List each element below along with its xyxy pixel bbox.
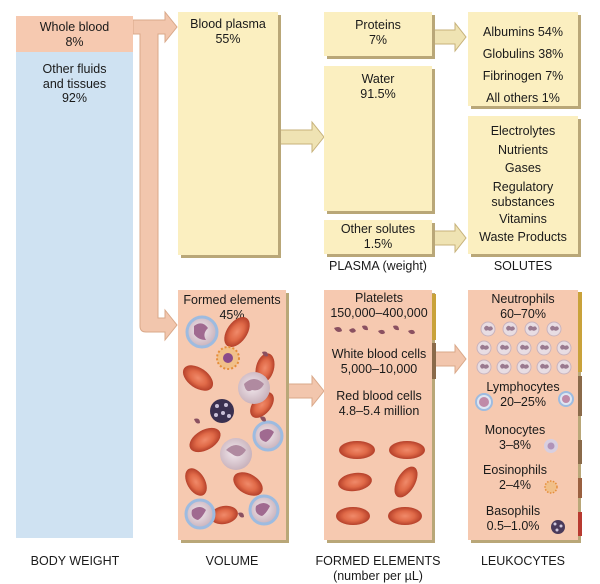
neutrophil-nucleus <box>550 325 559 331</box>
neutrophil-nucleus <box>520 363 529 369</box>
red-blood-cell <box>210 505 238 525</box>
solute-item: substances <box>491 194 555 209</box>
nucleus <box>223 353 233 363</box>
neutrophil-nucleus <box>500 344 509 350</box>
red-blood-cell <box>182 365 214 391</box>
red-blood-cell <box>338 472 372 492</box>
neutrophil-nucleus <box>540 363 549 369</box>
protein-item: All others 1% <box>486 91 560 105</box>
monocyte-cell <box>544 439 558 453</box>
other-solutes-box <box>324 220 432 254</box>
red-blood-cell <box>388 507 422 525</box>
proteins-box <box>324 12 432 56</box>
solute-item: Vitamins <box>499 211 547 226</box>
lymphocyte-cells <box>475 391 574 411</box>
neutrophil-nucleus <box>506 325 515 331</box>
volume-platelets <box>194 351 268 518</box>
eosinophil-bar <box>578 478 582 498</box>
red-blood-cell <box>339 441 375 459</box>
neutrophil-nucleus <box>540 344 549 350</box>
nucleus <box>244 379 264 392</box>
red-blood-cell <box>189 427 221 453</box>
volume-rbcs <box>182 316 275 525</box>
nucleus <box>194 323 208 340</box>
other-fluids-box <box>16 16 133 538</box>
nucleus <box>226 445 246 457</box>
red-blood-cell <box>233 472 263 496</box>
red-blood-cell <box>185 468 207 496</box>
solutes-caption: SOLUTES <box>493 259 553 273</box>
nucleus <box>259 429 274 442</box>
lymphocyte-bar <box>578 376 582 416</box>
neutrophil-nucleus <box>484 325 493 331</box>
neutrophil-nucleus <box>560 344 569 350</box>
neutrophil-cells <box>476 321 572 375</box>
basophil-cell <box>551 520 565 534</box>
solute-item: Nutrients <box>497 142 549 157</box>
whole-blood-box <box>16 16 133 52</box>
nucleus <box>191 507 206 520</box>
plasma-weight-caption: PLASMA (weight) <box>329 259 427 273</box>
monocyte-bar <box>578 440 582 464</box>
red-blood-cell <box>224 316 250 348</box>
solute-item: Regulatory <box>492 179 554 194</box>
neutrophil-bar <box>578 292 582 372</box>
solute-item: Waste Products <box>479 230 567 245</box>
volume-wbcs <box>184 315 284 530</box>
red-blood-cell <box>394 466 418 498</box>
eosinophil-cell <box>544 480 558 494</box>
leukocytes-caption: LEUKOCYTES <box>480 554 566 568</box>
protein-item: Globulins 38% <box>482 47 564 61</box>
neutrophil-nucleus <box>560 363 569 369</box>
proteins-list: Albumins 54% Globulins 38% Fibrinogen 7%… <box>468 21 578 109</box>
whole-blood-arrow <box>132 10 178 342</box>
red-blood-cell <box>336 507 370 525</box>
proteins-list-box <box>468 12 578 106</box>
solute-item: Gases <box>504 161 542 176</box>
solutes-list-box <box>468 116 578 254</box>
neutrophil-nucleus <box>480 363 489 369</box>
volume-caption: VOLUME <box>205 554 259 568</box>
blood-plasma-box <box>178 12 278 255</box>
platelet-cells <box>334 325 415 335</box>
neutrophil-nucleus <box>480 344 489 350</box>
basophil-cell <box>210 399 234 423</box>
nucleus <box>255 503 270 516</box>
plasma-arrows <box>277 21 467 254</box>
neutrophil-nucleus <box>520 344 529 350</box>
body-weight-caption: BODY WEIGHT <box>30 554 120 568</box>
protein-item: Fibrinogen 7% <box>482 69 564 83</box>
platelet-bar <box>432 294 436 340</box>
rbc-cells <box>336 441 425 525</box>
protein-item: Albumins 54% <box>483 25 563 39</box>
solute-item: Electrolytes <box>490 124 556 138</box>
neutrophil-nucleus <box>500 363 509 369</box>
neutrophil-nucleus <box>528 325 537 331</box>
formed-elements-caption: FORMED ELEMENTS(number per µL) <box>315 554 441 583</box>
basophil-bar <box>578 512 582 536</box>
wbc-bar <box>432 343 436 379</box>
red-blood-cell <box>389 441 425 459</box>
granules <box>214 403 231 418</box>
solutes-list: Electrolytes Nutrients Gases Regulatory … <box>468 122 578 247</box>
water-box <box>324 66 432 211</box>
